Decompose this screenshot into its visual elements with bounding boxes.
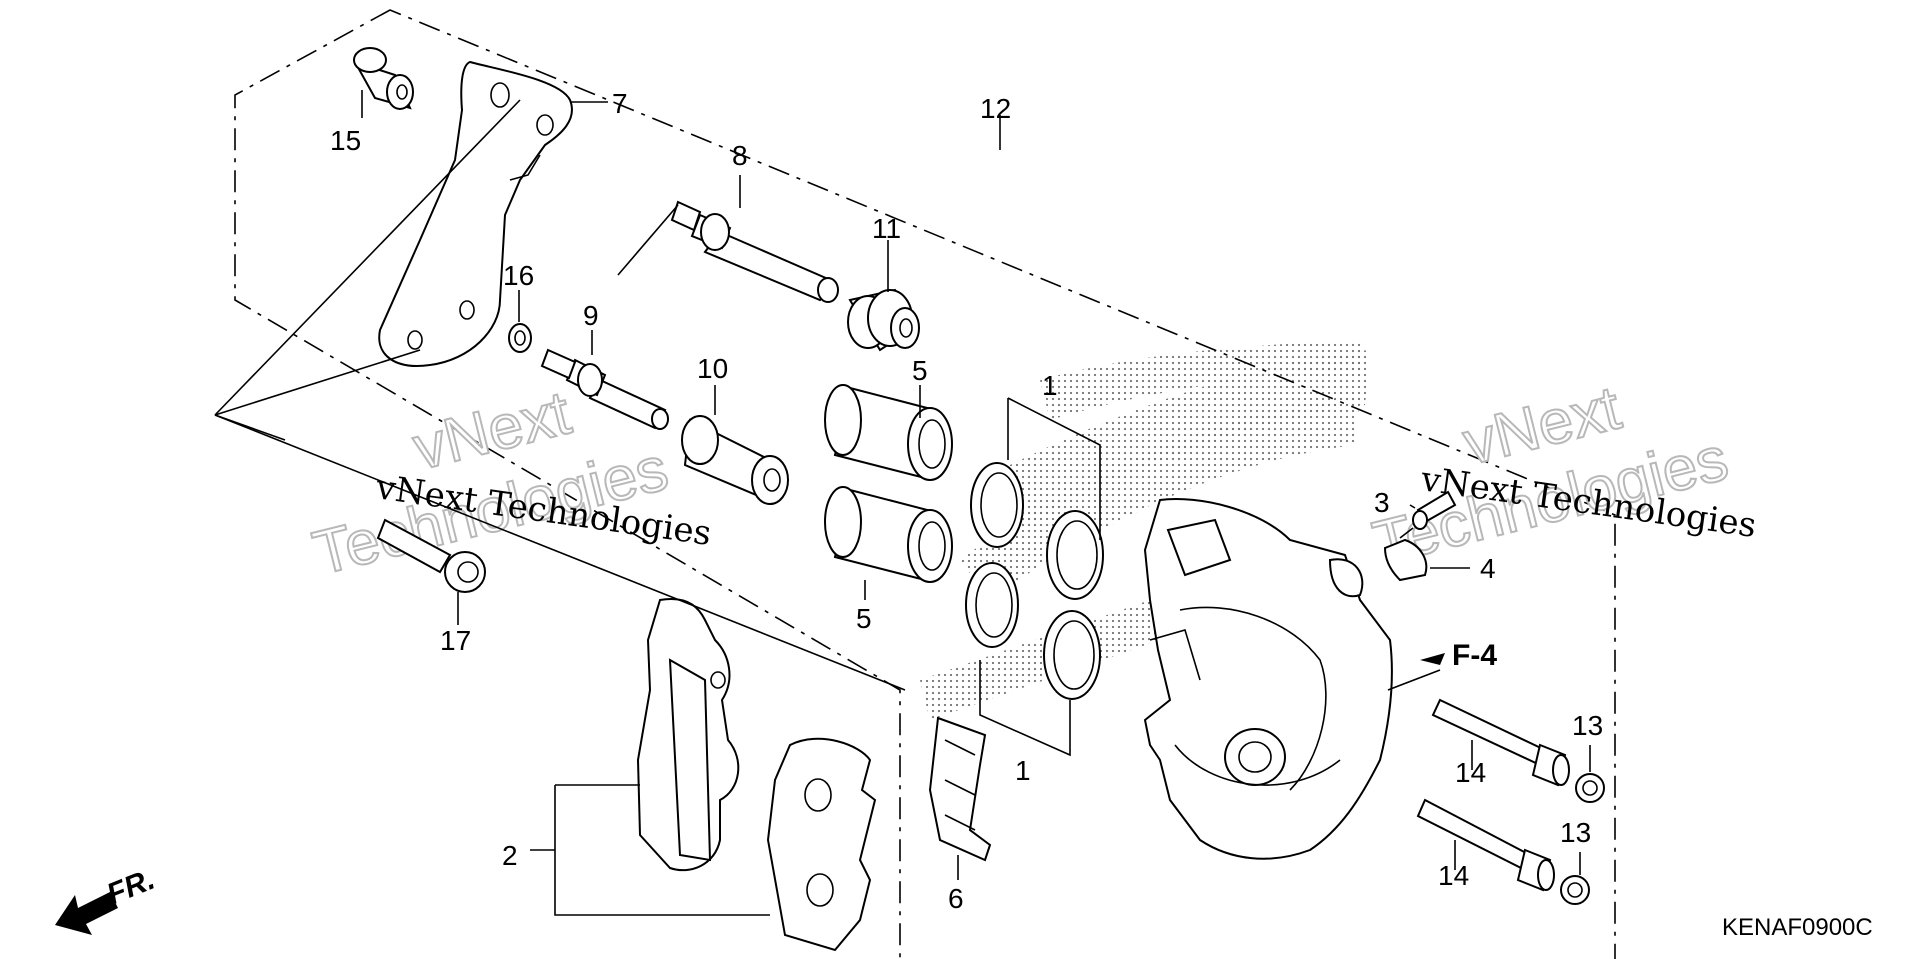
assembly-boundary-12 bbox=[234, 9, 1616, 959]
part-11-boot bbox=[847, 288, 920, 352]
part-14-pin-upper bbox=[1431, 698, 1570, 787]
part-13-plug-lower bbox=[1560, 875, 1590, 905]
part-17-bolt bbox=[376, 518, 486, 593]
part-8-pin bbox=[617, 200, 839, 303]
callout-10: 10 bbox=[697, 353, 728, 384]
callout-6: 6 bbox=[948, 883, 964, 914]
callout-labels: 1 1 2 3 4 5 5 6 7 8 9 10 11 12 13 13 14 … bbox=[330, 88, 1603, 914]
callout-8: 8 bbox=[732, 140, 748, 171]
part-15-collar bbox=[352, 47, 414, 110]
callout-7: 7 bbox=[612, 88, 628, 119]
part-1-seals bbox=[965, 462, 1104, 700]
callout-16: 16 bbox=[503, 260, 534, 291]
part-10-boot bbox=[681, 415, 789, 505]
front-arrow-icon bbox=[55, 892, 118, 935]
reference-f4: F-4 bbox=[1420, 639, 1497, 672]
reference-mark-f4: F-4 bbox=[1452, 639, 1497, 672]
part-2-brake-pads bbox=[636, 598, 877, 952]
callout-11: 11 bbox=[872, 213, 901, 244]
callout-5-lower: 5 bbox=[856, 603, 872, 634]
callout-2: 2 bbox=[502, 840, 518, 871]
part-13-plug-upper bbox=[1575, 773, 1605, 803]
front-label: FR. bbox=[102, 863, 159, 912]
callout-3: 3 bbox=[1374, 487, 1390, 518]
callout-13-upper: 13 bbox=[1572, 710, 1603, 741]
part-6-spring bbox=[928, 716, 992, 862]
callout-4: 4 bbox=[1480, 553, 1496, 584]
callout-13-lower: 13 bbox=[1560, 817, 1591, 848]
callout-17: 17 bbox=[440, 625, 471, 656]
part-3-bleeder bbox=[1399, 490, 1457, 539]
reference-arrow-icon bbox=[1420, 653, 1445, 665]
caliper-body bbox=[1143, 498, 1393, 860]
part-5-piston-upper bbox=[824, 384, 953, 481]
callout-9: 9 bbox=[583, 300, 599, 331]
callout-5-upper: 5 bbox=[912, 355, 928, 386]
svg-text:vNext: vNext bbox=[407, 378, 577, 483]
front-direction-indicator: FR. bbox=[55, 863, 159, 935]
leader-lines bbox=[214, 90, 1591, 916]
part-16-washer bbox=[508, 323, 532, 353]
callout-1-lower: 1 bbox=[1015, 755, 1031, 786]
callout-12: 12 bbox=[980, 93, 1011, 124]
part-7-bracket bbox=[378, 60, 573, 367]
part-5-piston-lower bbox=[824, 486, 953, 583]
part-14-pin-lower bbox=[1416, 798, 1555, 892]
part-9-pin bbox=[540, 348, 669, 430]
callout-1-upper: 1 bbox=[1042, 370, 1058, 401]
watermark-right: vNext Technologies vNext Technologies bbox=[1366, 372, 1759, 579]
callout-14-lower: 14 bbox=[1438, 860, 1469, 891]
callout-14-upper: 14 bbox=[1455, 757, 1486, 788]
diagram-code: KENAF0900C bbox=[1722, 914, 1873, 941]
callout-15: 15 bbox=[330, 125, 361, 156]
part-4-cap bbox=[1383, 538, 1428, 582]
